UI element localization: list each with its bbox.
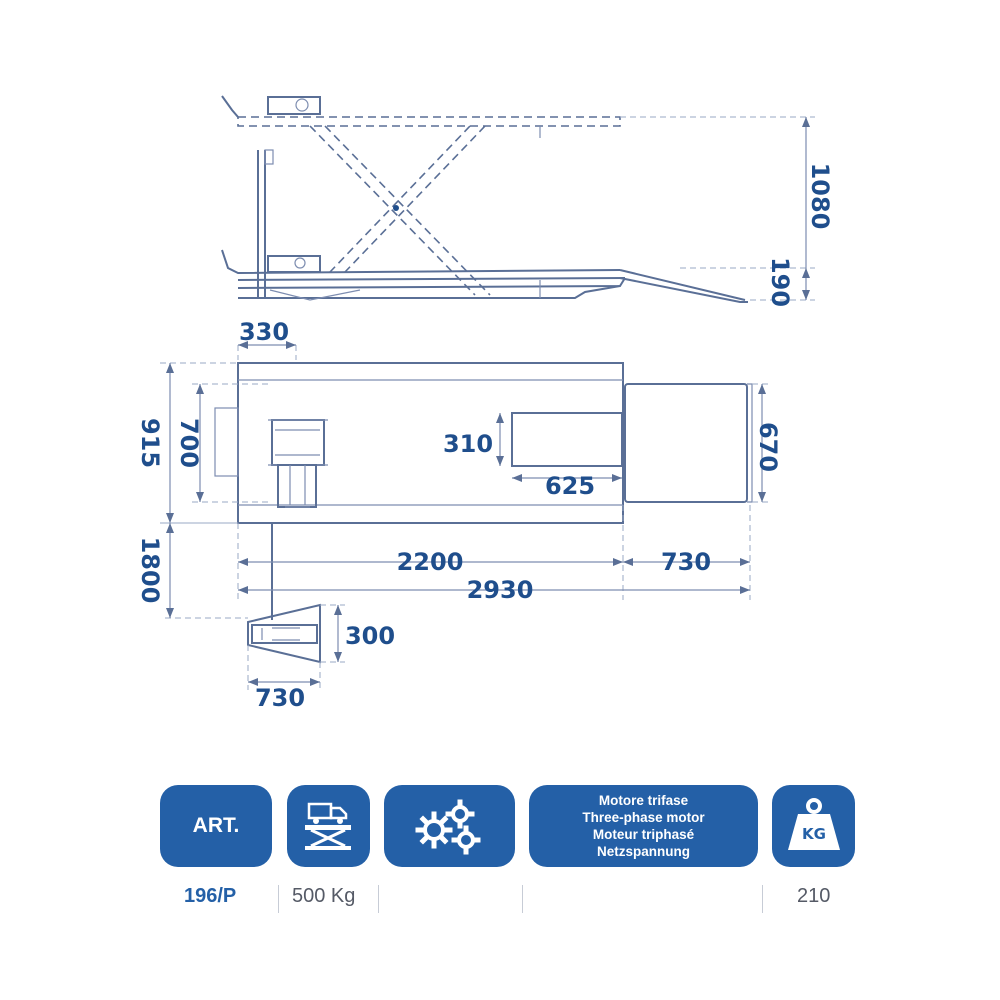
art-badge: ART.	[160, 785, 272, 867]
dim-ramp-width: 670	[754, 422, 782, 472]
technical-drawing: 1080 190	[136, 95, 834, 712]
spec-values-row: 196/P 500 Kg 210	[0, 885, 1000, 915]
separator	[522, 885, 523, 913]
separator	[278, 885, 279, 913]
art-value: 196/P	[184, 885, 237, 907]
lift-badge	[287, 785, 370, 867]
motor-line-fr: Moteur triphasé	[592, 827, 695, 842]
dim-height-max: 1080	[806, 163, 834, 230]
motor-line-en: Three-phase motor	[582, 810, 705, 825]
dim-control-width: 730	[255, 684, 305, 712]
dim-control-depth: 300	[345, 622, 395, 650]
motor-line-de: Netzspannung	[597, 844, 690, 859]
dim-pad-length: 700	[175, 418, 203, 468]
top-view	[160, 341, 770, 690]
weight-badge: KG	[772, 785, 855, 867]
dim-total-length: 2930	[467, 576, 534, 604]
dim-platform-length: 2200	[397, 548, 464, 576]
weight-value: 210	[797, 885, 831, 907]
kg-label: KG	[802, 825, 826, 843]
gears-badge	[384, 785, 515, 867]
dim-base-width: 915	[136, 418, 164, 468]
dim-cable-length: 1800	[136, 537, 164, 604]
motor-badge: Motore trifase Three-phase motor Moteur …	[529, 785, 758, 867]
art-label: ART.	[192, 814, 240, 837]
dim-opening-length: 625	[545, 472, 595, 500]
dim-height-min: 190	[766, 257, 794, 307]
dim-ramp-length: 730	[661, 548, 711, 576]
separator	[762, 885, 763, 913]
dim-opening-width: 310	[443, 430, 493, 458]
gears-icon	[415, 799, 480, 855]
truck-on-scissor-lift-icon	[304, 802, 351, 850]
capacity-value: 500 Kg	[292, 885, 356, 907]
separator	[378, 885, 379, 913]
dim-pad-width: 330	[239, 318, 289, 346]
motor-line-it: Motore trifase	[598, 793, 689, 808]
weight-kg-icon: KG	[787, 798, 840, 850]
side-view	[221, 95, 815, 303]
